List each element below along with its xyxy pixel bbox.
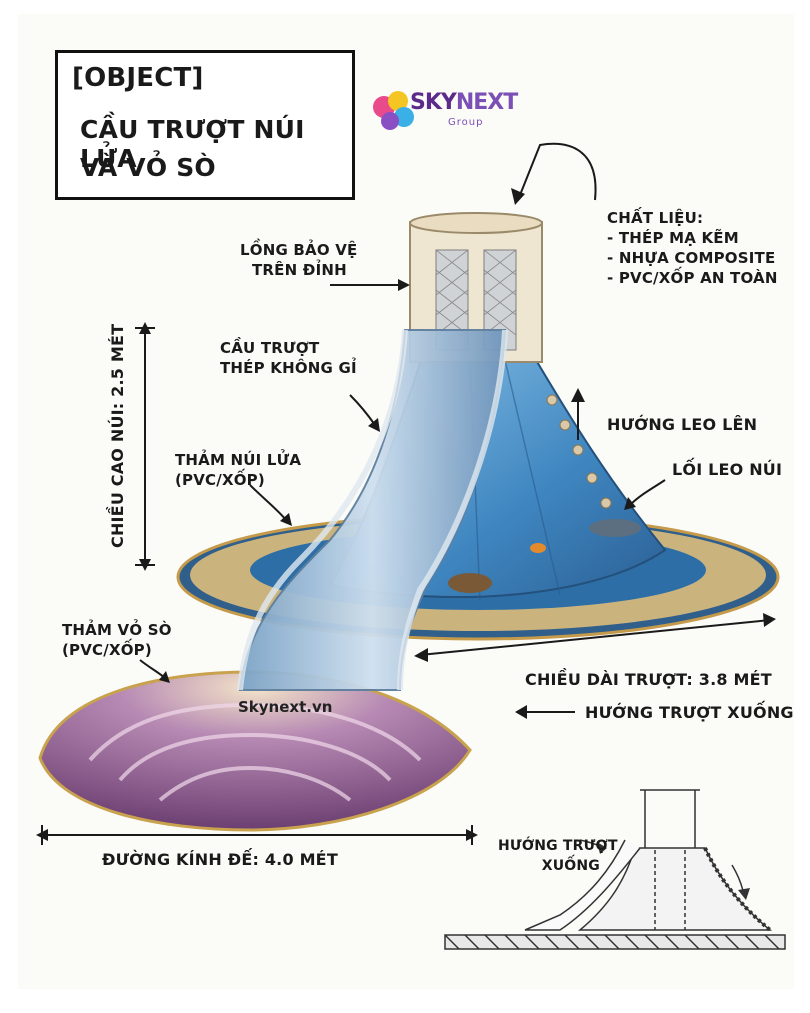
climb-path-label: LỐI LEO NÚI (672, 460, 783, 479)
cage-label-line2: TRÊN ĐỈNH (252, 261, 347, 279)
material-label: CHẤT LIỆU: - THÉP MẠ KẼM - NHỰA COMPOSIT… (607, 208, 778, 288)
title-line-2: VÀ VỎ SÒ (80, 153, 216, 182)
inset-direction-line2: XUỐNG (541, 858, 600, 874)
skynext-logo: SKYNEXT Group (370, 82, 518, 142)
volcano-mat-line2: (PVC/XỐP) (175, 471, 265, 489)
material-item-3: - PVC/XỐP AN TOÀN (607, 269, 778, 287)
turtle-graphic (448, 573, 492, 593)
inset-direction-line1: HƯỚNG TRƯỢT (498, 838, 618, 854)
climb-direction-label: HƯỚNG LEO LÊN (607, 415, 758, 434)
height-dimension-line (135, 327, 155, 566)
logo-wordmark: SKYNEXT (410, 90, 518, 115)
fish-graphic (530, 543, 546, 553)
shell-mat-line1: THẢM VỎ SÒ (62, 621, 172, 639)
diameter-label: ĐƯỜNG KÍNH ĐẾ: 4.0 MÉT (102, 850, 338, 869)
watermark: Skynext.vn (238, 698, 333, 716)
shell-mat-label: THẢM VỎ SÒ (PVC/XỐP) (62, 620, 172, 660)
slide-label-line2: THÉP KHÔNG GỈ (220, 359, 357, 377)
cage-label-line1: LỒNG BẢO VỆ (240, 241, 358, 259)
slide-direction-label: HƯỚNG TRƯỢT XUỐNG (585, 703, 794, 722)
inset-direction-label: HƯỚNG TRƯỢT XUỐNG (498, 836, 618, 876)
dolphin-graphic (589, 519, 641, 537)
slide-label: CẦU TRƯỢT THÉP KHÔNG GỈ (220, 338, 357, 378)
volcano-mat-label: THẢM NÚI LỬA (PVC/XỐP) (175, 450, 301, 490)
logo-next: NEXT (455, 90, 518, 115)
object-tag: [OBJECT] (72, 63, 204, 93)
volcano-mat-line1: THẢM NÚI LỬA (175, 451, 302, 469)
logo-group: Group (448, 117, 484, 128)
material-item-1: - THÉP MẠ KẼM (607, 229, 739, 247)
logo-bubbles-icon (373, 91, 414, 130)
material-item-2: - NHỰA COMPOSITE (607, 249, 776, 267)
shell-mat-line2: (PVC/XỐP) (62, 641, 152, 659)
inset-sketch (444, 789, 786, 950)
slide-length-line (419, 619, 771, 656)
height-label: CHIỀU CAO NÚI: 2.5 MÉT (108, 323, 127, 548)
cage-label: LỒNG BẢO VỆ TRÊN ĐỈNH (240, 240, 357, 280)
title-line-1: CẦU TRƯỢT NÚI LỬA (80, 115, 305, 173)
material-title: CHẤT LIỆU: (607, 209, 704, 227)
shell-mat (38, 670, 472, 832)
logo-sky: SKY (410, 90, 457, 115)
slide-label-line1: CẦU TRƯỢT (220, 339, 320, 357)
slide-length-label: CHIỀU DÀI TRƯỢT: 3.8 MÉT (525, 670, 772, 689)
title-box: [OBJECT] CẦU TRƯỢT NÚI LỬA VÀ VỎ SÒ (55, 50, 355, 200)
